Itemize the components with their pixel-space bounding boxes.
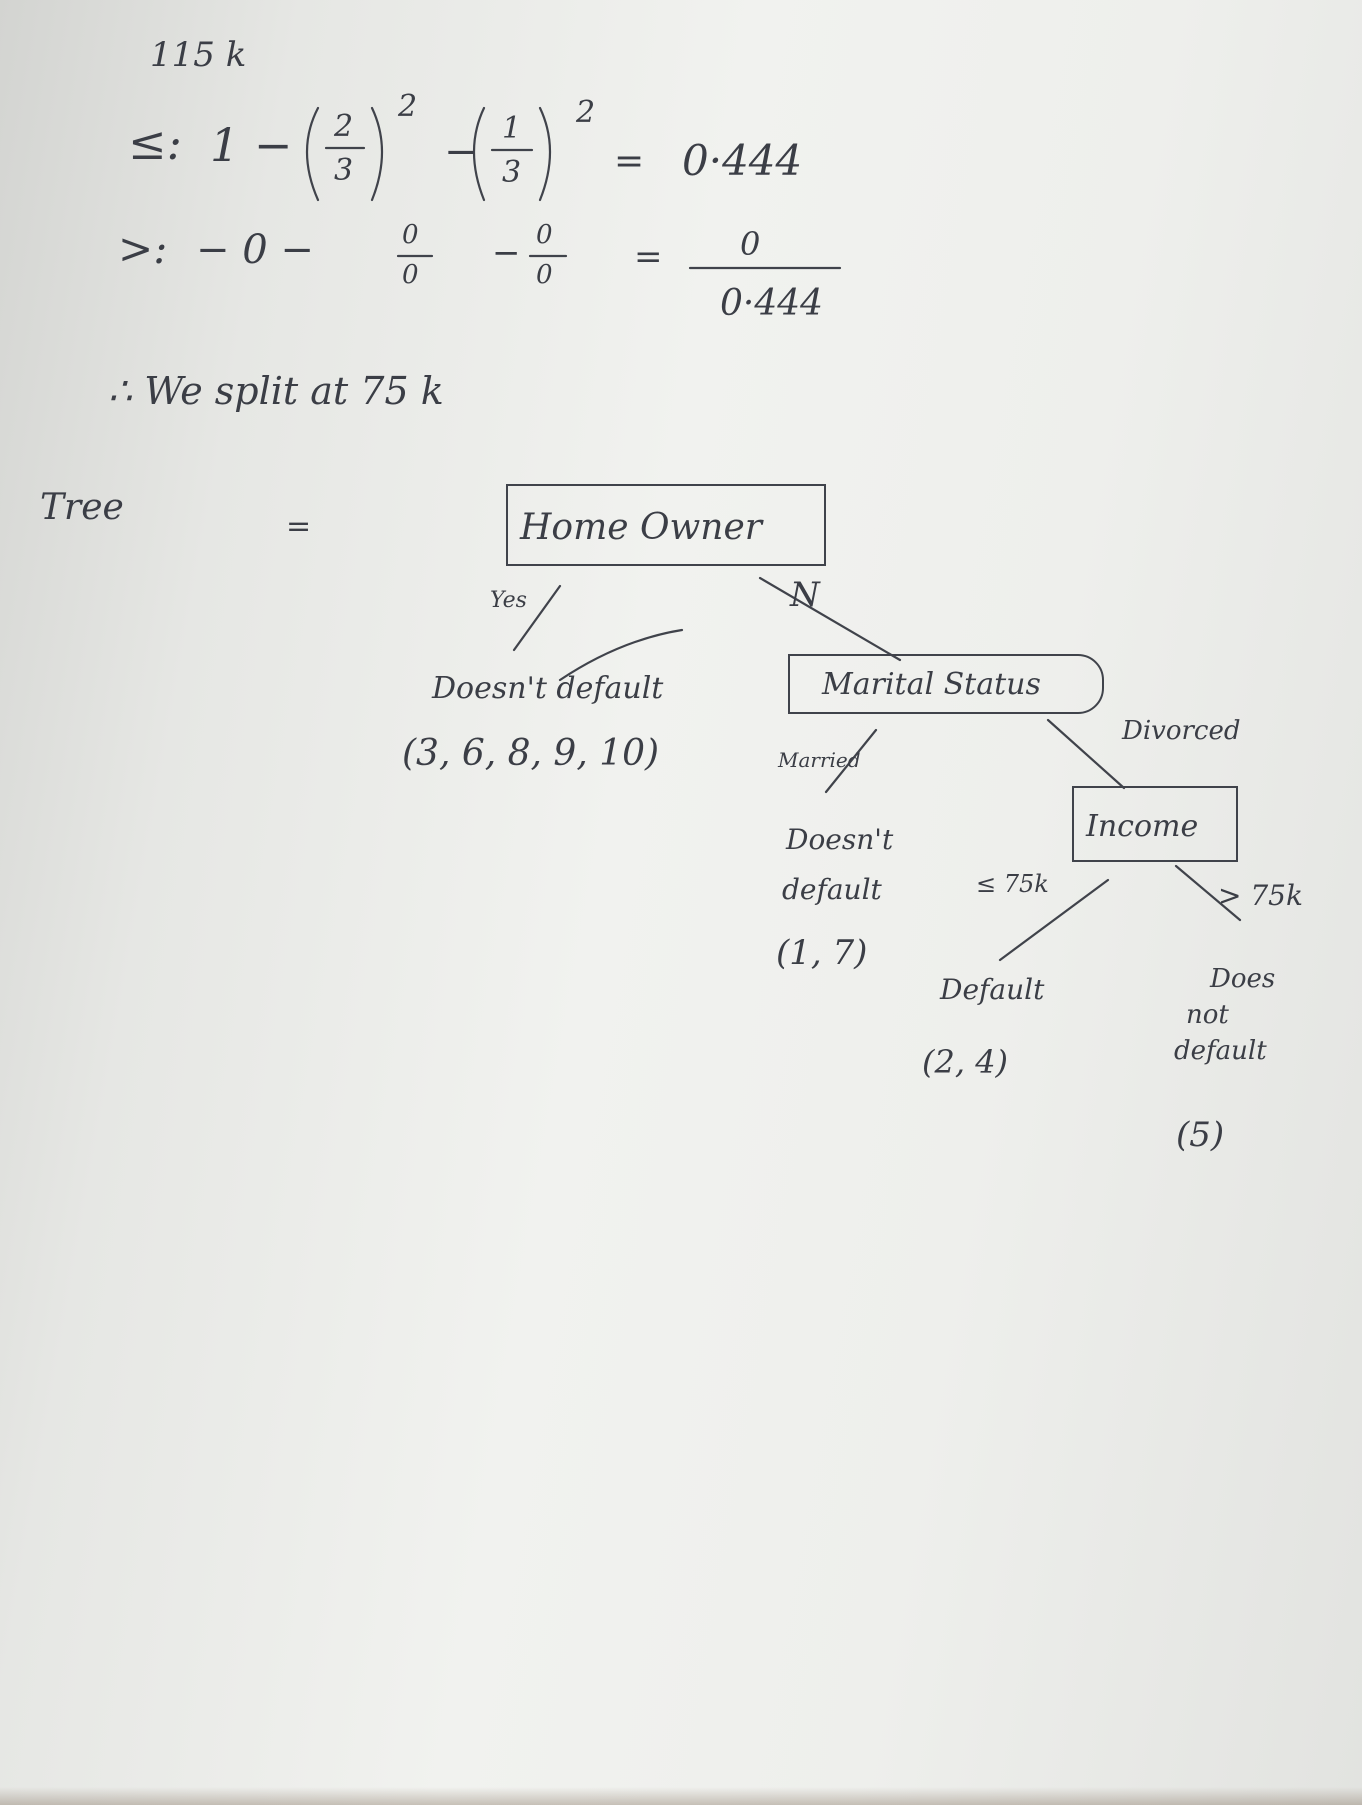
income-le-edge-label: ≤ 75k (976, 870, 1049, 898)
income-gt-leaf-label-1: Does (1210, 964, 1276, 994)
tree-label: Tree (40, 487, 124, 528)
marital-node-label: Marital Status (822, 667, 1041, 702)
paper-bottom-edge (0, 1787, 1362, 1805)
income-node-box (1072, 786, 1238, 862)
gt-minus: − (492, 233, 521, 273)
married-leaf-ids: (1, 7) (776, 933, 868, 973)
le-frac2-den: 3 (502, 155, 522, 190)
income-gt-edge-label: > 75k (1218, 879, 1303, 912)
gt-equals: = (634, 237, 663, 277)
married-leaf-label-1: Doesn't (786, 823, 894, 856)
root-node-label: Home Owner (520, 507, 762, 548)
le-expr-lhs: 1 − (210, 118, 293, 172)
edge-root-no (758, 576, 902, 662)
income-gt-leaf-label-2: not (1186, 1000, 1229, 1030)
le-frac2-num: 1 (502, 111, 522, 146)
gt-label: >: (118, 224, 168, 273)
root-node-box (506, 484, 826, 566)
paren-right-1 (370, 106, 384, 202)
income-node-label: Income (1086, 809, 1199, 844)
gt-frac2-den: 0 (536, 260, 553, 290)
married-edge-label: Married (778, 748, 861, 772)
le-frac1-num: 2 (334, 109, 354, 144)
total-result: 0·444 (720, 283, 824, 324)
root-no-edge-label: N (790, 575, 820, 615)
income-le-leaf-ids: (2, 4) (922, 1043, 1009, 1081)
paren-right-2 (538, 106, 552, 202)
gt-expr: − 0 − (196, 227, 314, 273)
tree-label-equals: = (286, 509, 312, 544)
gt-frac1-den: 0 (402, 260, 419, 290)
le-power2: 2 (576, 95, 596, 130)
marital-node-box (788, 654, 1104, 714)
gt-frac1-num: 0 (402, 220, 419, 250)
le-power: 2 (398, 89, 418, 124)
gt-result: 0 (740, 225, 761, 263)
divorced-edge-label: Divorced (1122, 716, 1241, 746)
le-frac1-den: 3 (334, 153, 354, 188)
le-result: 0·444 (682, 136, 803, 185)
paren-left-1 (305, 106, 320, 202)
income-gt-leaf-label-3: default (1174, 1036, 1267, 1066)
conclusion-line: ∴ We split at 75 k (108, 369, 444, 413)
le-equals: = (614, 141, 645, 182)
gt-frac2-num: 0 (536, 220, 553, 250)
yes-leaf-ids: (3, 6, 8, 9, 10) (402, 733, 660, 774)
income-le-leaf-label: Default (940, 973, 1045, 1006)
le-minus: − (444, 129, 478, 175)
income-gt-leaf-ids: (5) (1176, 1115, 1225, 1155)
yes-leaf-label: Doesn't default (432, 671, 664, 706)
root-yes-edge-label: Yes (490, 588, 527, 613)
le-label: ≤: (128, 116, 183, 170)
split-value-heading: 115 k (150, 35, 247, 75)
edge-marital-divorced (1046, 718, 1126, 790)
married-leaf-label-2: default (782, 873, 882, 906)
